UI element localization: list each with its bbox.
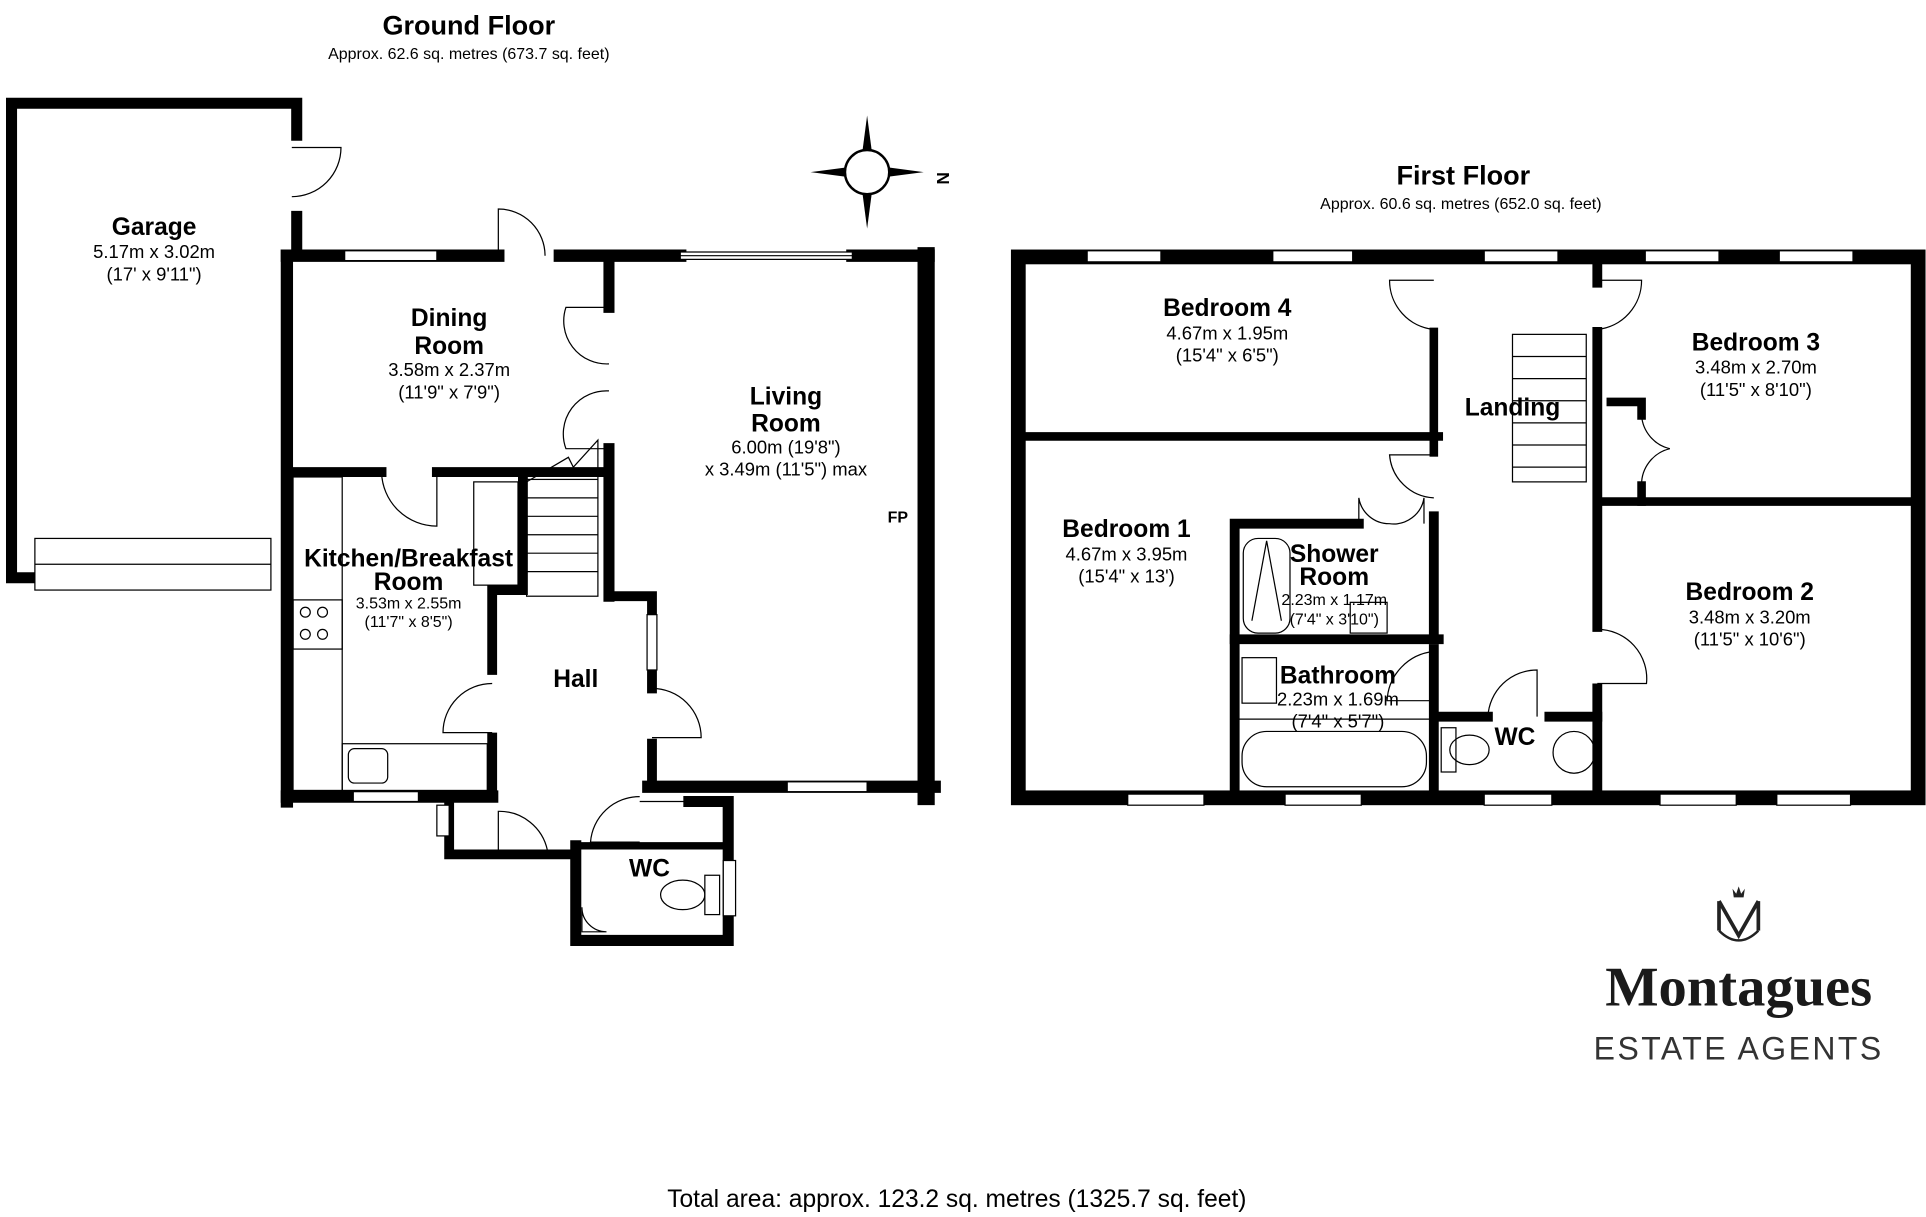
ground-wc-label: WC — [629, 855, 670, 882]
first-floor-area: Approx. 60.6 sq. metres (652.0 sq. feet) — [1320, 196, 1601, 213]
ground-floor: Ground Floor Approx. 62.6 sq. metres (67… — [5, 10, 953, 946]
ground-floor-title: Ground Floor — [382, 10, 555, 40]
compass-icon: N — [810, 115, 953, 229]
total-area: Total area: approx. 123.2 sq. metres (13… — [667, 1186, 1246, 1213]
garage-walls — [5, 97, 342, 591]
brand-logo: Montagues ESTATE AGENTS — [1594, 886, 1884, 1067]
kitchen-imperial: (11'7" x 8'5") — [365, 614, 453, 631]
bedroom1-imperial: (15'4" x 13') — [1078, 566, 1175, 587]
bedroom1-metric: 4.67m x 3.95m — [1066, 544, 1188, 565]
shower-label-1: Shower — [1290, 541, 1379, 568]
living-dim-1: 6.00m (19'8") — [731, 437, 840, 458]
bedroom2-label: Bedroom 2 — [1686, 579, 1814, 606]
ground-floor-walls — [280, 208, 941, 946]
bedroom4-imperial: (15'4" x 6'5") — [1176, 344, 1279, 365]
first-floor-title: First Floor — [1396, 160, 1530, 190]
living-label-2: Room — [751, 410, 821, 437]
shower-imperial: (7'4" x 3'10") — [1290, 611, 1379, 628]
first-wc-label: WC — [1494, 724, 1535, 751]
hall-label: Hall — [553, 666, 598, 693]
garage-metric: 5.17m x 3.02m — [93, 241, 215, 262]
garage-label: Garage — [112, 214, 197, 241]
garage-imperial: (17' x 9'11") — [107, 263, 202, 284]
ground-floor-area: Approx. 62.6 sq. metres (673.7 sq. feet) — [328, 46, 609, 63]
first-floor-walls — [1010, 249, 1926, 806]
kitchen-metric: 3.53m x 2.55m — [356, 596, 462, 613]
fireplace-label: FP — [888, 509, 909, 526]
compass-north-label: N — [933, 172, 953, 184]
bedroom1-label: Bedroom 1 — [1062, 516, 1190, 543]
bedroom3-imperial: (11'5" x 8'10") — [1700, 379, 1812, 400]
living-label-1: Living — [750, 383, 822, 410]
bathroom-imperial: (7'4" x 5'7") — [1292, 711, 1385, 732]
landing-label: Landing — [1465, 395, 1561, 422]
bedroom3-metric: 3.48m x 2.70m — [1695, 357, 1817, 378]
living-dim-2: x 3.49m (11'5") max — [705, 459, 868, 480]
stairs-first — [1511, 333, 1587, 483]
dining-imperial: (11'9" x 7'9") — [398, 381, 500, 402]
kitchen-label-1: Kitchen/Breakfast — [304, 546, 513, 573]
brand-tagline: ESTATE AGENTS — [1594, 1031, 1884, 1067]
bedroom2-metric: 3.48m x 3.20m — [1689, 606, 1811, 627]
bedroom2-imperial: (11'5" x 10'6") — [1694, 628, 1806, 649]
bedroom4-metric: 4.67m x 1.95m — [1166, 322, 1288, 343]
dining-label-1: Dining — [411, 305, 487, 332]
shower-metric: 2.23m x 1.17m — [1281, 592, 1387, 609]
dining-metric: 3.58m x 2.37m — [388, 359, 510, 380]
bathroom-label: Bathroom — [1280, 662, 1396, 689]
bathroom-metric: 2.23m x 1.69m — [1277, 689, 1399, 710]
kitchen-label-2: Room — [374, 569, 444, 596]
shower-label-2: Room — [1299, 564, 1369, 591]
brand-name: Montagues — [1605, 957, 1872, 1019]
bedroom4-label: Bedroom 4 — [1163, 295, 1292, 322]
stairs-ground — [525, 438, 599, 597]
first-floor: First Floor Approx. 60.6 sq. metres (652… — [1010, 160, 1926, 806]
dining-label-2: Room — [414, 333, 484, 360]
crown-m-icon — [1717, 886, 1761, 942]
bedroom3-label: Bedroom 3 — [1692, 329, 1820, 356]
